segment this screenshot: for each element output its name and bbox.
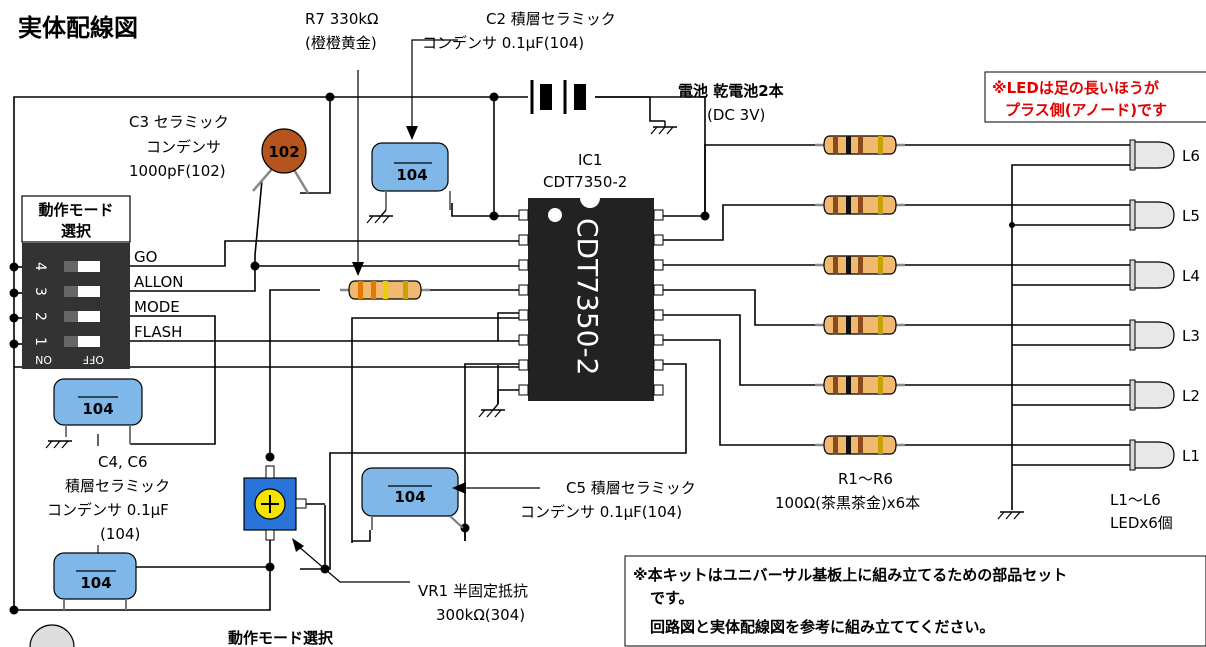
ic-pins (518, 209, 664, 396)
c2-label-1: C2 積層セラミック (486, 10, 616, 28)
c4c6-label-1: C4, C6 (98, 453, 148, 471)
ic1-chip: CDT7350-2 (528, 198, 654, 401)
r7-label-2: (橙橙黄金) (305, 34, 377, 52)
led-l1 (1129, 439, 1175, 471)
dip-flash: FLASH (134, 323, 182, 341)
resistor-r1 (813, 434, 907, 456)
dip-number: 4 (32, 262, 48, 271)
led-label: L4 (1182, 267, 1200, 285)
dip-mode: MODE (134, 298, 180, 316)
mode-select-box: 動作モード 選択 (21, 195, 131, 243)
led-l5 (1129, 199, 1175, 231)
led-l4 (1129, 259, 1175, 291)
c5-label-2: コンデンサ 0.1μF(104) (520, 503, 682, 521)
c4c6-label-4: (104) (100, 525, 140, 543)
battery-label-2: (DC 3V) (707, 106, 765, 124)
dip-number: 3 (32, 287, 48, 296)
c2-label-2: コンデンサ 0.1μF(104) (422, 34, 584, 52)
kit-note: ※本キットはユニバーサル基板上に組み立てるための部品セット です。 回路図と実体… (624, 555, 1206, 647)
c3-label-2: コンデンサ (146, 138, 221, 156)
dip-number: 2 (32, 312, 48, 321)
dip-labels: GO ALLON MODE FLASH (134, 248, 183, 341)
wires (13, 96, 1130, 611)
ic-label-1: IC1 (578, 151, 602, 169)
led-note: ※LEDは足の長いほうが プラス側(アノード)です (984, 71, 1206, 123)
resistor-r5 (813, 194, 907, 216)
led-note-2: プラス側(アノード)です (1005, 101, 1167, 119)
ic-body-text: CDT7350-2 (571, 218, 604, 375)
c4-ground (45, 440, 73, 449)
page-title: 実体配線図 (18, 14, 138, 42)
led-group-label-2: LEDx6個 (1110, 514, 1173, 532)
junction-dots (9, 92, 1015, 615)
ic-label-2: CDT7350-2 (543, 173, 627, 191)
mode-box-line2: 選択 (61, 222, 92, 240)
r7-label-1: R7 330kΩ (305, 10, 379, 28)
c4c6-label-3: コンデンサ 0.1μF (47, 501, 169, 519)
led-label: L1 (1182, 447, 1200, 465)
leader-lines (97, 39, 540, 583)
capacitor-c5: 104 (361, 467, 464, 530)
battery-label-1: 電池 乾電池2本 (678, 82, 784, 100)
vr1-label-1: VR1 半固定抵抗 (418, 582, 528, 600)
led-l3 (1129, 319, 1175, 351)
c3-label-1: C3 セラミック (129, 113, 229, 131)
battery-ground (650, 126, 678, 135)
c3-label-3: 1000pF(102) (129, 162, 226, 180)
dip-number: 1 (32, 337, 48, 346)
led-l2 (1129, 379, 1175, 411)
kit-note-3: 回路図と実体配線図を参考に組み立ててください。 (650, 618, 995, 636)
led-note-1: ※LEDは足の長いほうが (992, 79, 1160, 97)
c6-code: 104 (80, 574, 111, 592)
bottom-mode-label: 動作モード選択 (228, 629, 334, 647)
led-l6 (1129, 139, 1175, 171)
resistor-r2 (813, 374, 907, 396)
capacitor-c4: 104 (53, 378, 143, 444)
trimmer-vr1 (243, 465, 307, 541)
dip-switch: 4 3 2 1 ON OFF (22, 243, 130, 369)
c4-code: 104 (82, 400, 113, 418)
resistor-r6 (813, 134, 907, 156)
resistor-r7 (338, 279, 432, 301)
dip-off-label: OFF (83, 353, 104, 366)
partial-component-icon (29, 624, 75, 647)
led-label: L3 (1182, 327, 1200, 345)
led-label: L2 (1182, 387, 1200, 405)
dip-on-label: ON (35, 353, 52, 366)
capacitor-c2: 104 (371, 142, 451, 210)
mode-box-line1: 動作モード (38, 201, 113, 219)
dip-go: GO (134, 248, 157, 266)
led-ground (997, 511, 1025, 520)
kit-note-1: ※本キットはユニバーサル基板上に組み立てるための部品セット (633, 566, 1067, 584)
kit-note-2: です。 (650, 589, 694, 607)
r1r6-label-1: R1～R6 (838, 470, 893, 488)
ic-ground (478, 409, 506, 418)
c2-code: 104 (396, 166, 427, 184)
resistor-r4 (813, 254, 907, 276)
battery (530, 80, 586, 114)
c2-ground (366, 215, 394, 224)
led-label: L5 (1182, 207, 1200, 225)
capacitor-c6: 104 (53, 545, 137, 610)
vr1-label-2: 300kΩ(304) (436, 606, 525, 624)
r1r6-label-2: 100Ω(茶黒茶金)x6本 (775, 494, 920, 512)
c3-code: 102 (268, 143, 299, 161)
c5-label-1: C5 積層セラミック (566, 479, 696, 497)
led-labels: L6 L5 L4 L3 L2 L1 (1182, 147, 1200, 465)
ceramic-capacitor-c3: 102 (252, 128, 310, 194)
led-label: L6 (1182, 147, 1200, 165)
led-group-label-1: L1～L6 (1110, 491, 1161, 509)
c5-code: 104 (394, 488, 425, 506)
dip-allon: ALLON (134, 273, 183, 291)
resistor-r3 (813, 314, 907, 336)
c4c6-label-2: 積層セラミック (65, 477, 170, 495)
